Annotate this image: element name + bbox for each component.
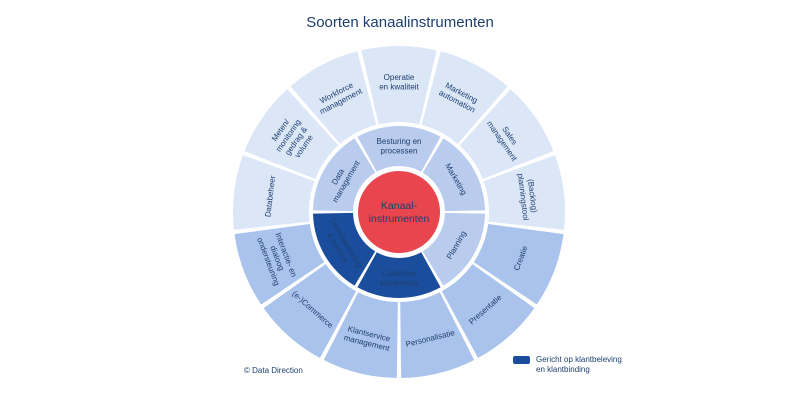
outer-segment-e-commerce: (e-)Commerce: [263, 264, 357, 358]
legend-swatch: [513, 356, 530, 364]
outer-segment-shape: [400, 292, 475, 378]
outer-segment-databeheer: Databeheer: [232, 155, 315, 230]
outer-segment-shape: [244, 89, 339, 179]
outer-segment-shape: [234, 224, 325, 305]
page-title: Soorten kanaalinstrumenten: [306, 14, 494, 31]
outer-segment-creatie: Creatie: [473, 224, 564, 305]
inner-segment-shape: [357, 252, 441, 298]
inner-segment-dienstverlening-service: Dienstverlening& service: [313, 212, 376, 286]
outer-segment-marketing-automation: Marketingautomation: [421, 51, 508, 144]
inner-segment-shape: [422, 212, 485, 286]
outer-segment-workforce-management: Workforcemanagement: [290, 51, 377, 144]
outer-segment-presentatie: Presentatie: [441, 264, 535, 358]
legend: Gericht op klantbeleving en klantbinding: [513, 355, 622, 375]
inner-segment-shape: [422, 138, 485, 212]
center-circle-group: Kanaal-instrumenten: [358, 171, 440, 253]
outer-segment-shape: [290, 51, 377, 144]
outer-segment-klantservice-management: Klantservicemanagement: [323, 292, 398, 378]
outer-segment-sales-management: Salesmanagement: [459, 89, 554, 179]
center-label: Kanaal-instrumenten: [369, 200, 430, 225]
outer-segment-meten-monitoring-gedrag-volume: Meten/monitoringgedrag &volume: [244, 89, 339, 179]
outer-segment-shape: [323, 292, 398, 378]
inner-segment-shape: [313, 212, 376, 286]
inner-segment-planning: Planning: [422, 212, 485, 286]
outer-segment-shape: [263, 264, 357, 358]
inner-segment-shape: [313, 138, 376, 212]
outer-segment-shape: [441, 264, 535, 358]
copyright-text: © Data Direction: [244, 366, 303, 375]
outer-segment-personalisatie: Personalisatie: [400, 292, 475, 378]
inner-segment-shape: [357, 126, 441, 172]
outer-segment-shape: [361, 45, 437, 125]
inner-segment-marketing: Marketing: [422, 138, 485, 212]
outer-segment-shape: [459, 89, 554, 179]
outer-segment-interactie-en-dialoog-ondersteuning: Interactie- endialoogondersteuning: [234, 224, 325, 305]
outer-segment-backlog-planningstool: (Backlog)planningstool: [483, 155, 565, 230]
center-circle: [358, 171, 440, 253]
outer-segment-shape: [421, 51, 508, 144]
outer-segment-shape: [473, 224, 564, 305]
legend-label: Gericht op klantbeleving en klantbinding: [536, 355, 622, 374]
outer-segment-shape: [232, 155, 315, 230]
outer-segment-shape: [483, 155, 565, 230]
